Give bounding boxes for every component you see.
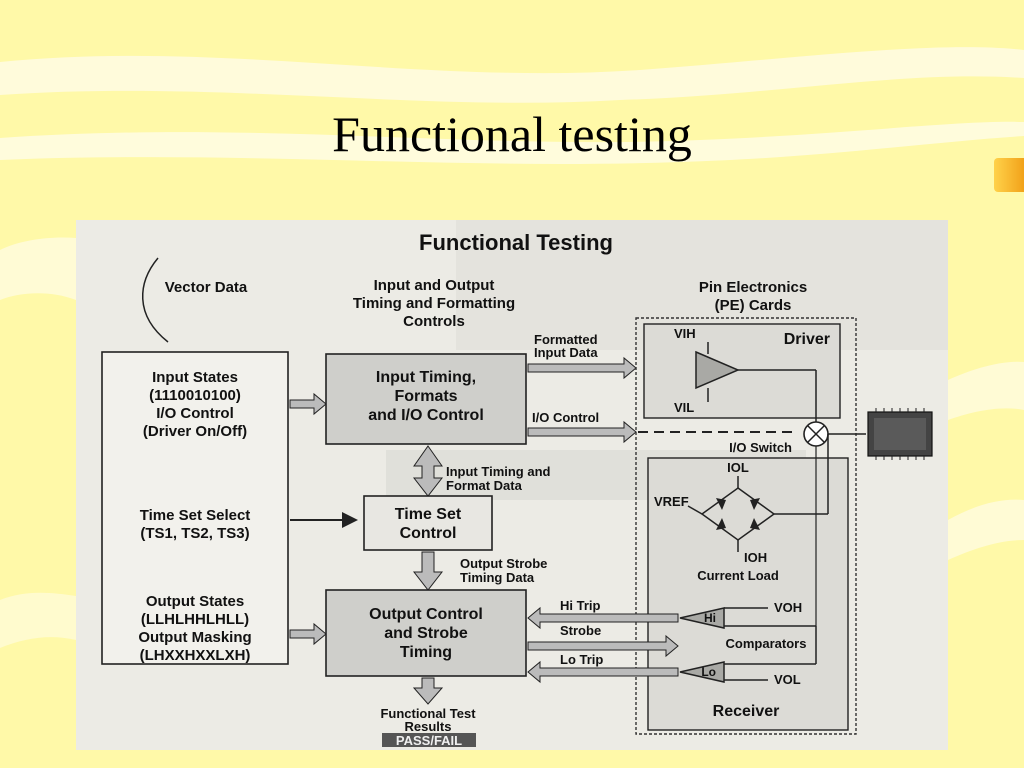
diagram-canvas: Functional Testing Vector Data Input and… <box>76 220 948 750</box>
driver-amplifier <box>695 350 740 390</box>
time-set-select-text: Time Set Select (TS1, TS2, TS3) <box>140 507 251 542</box>
svg-text:Time Set: Time Set <box>395 506 462 523</box>
vol-label: VOL <box>774 672 801 687</box>
svg-text:Output States: Output States <box>146 593 244 610</box>
output-control-box <box>325 589 527 677</box>
io-switch-label: I/O Switch <box>729 440 792 455</box>
lo-label: Lo <box>701 665 716 679</box>
svg-text:and I/O Control: and I/O Control <box>368 407 484 424</box>
arrow-results <box>412 677 444 705</box>
arrow-strobe <box>527 634 679 658</box>
strobe-label: Strobe <box>560 623 601 638</box>
svg-text:Input Data: Input Data <box>534 345 598 360</box>
arrow-output-states <box>289 622 327 646</box>
svg-text:Output Masking: Output Masking <box>138 629 251 646</box>
vih-label: VIH <box>674 326 696 341</box>
voh-label: VOH <box>774 600 802 615</box>
output-states-text: Output States (LLHLHHLHLL) Output Maskin… <box>138 593 251 664</box>
receiver-label: Receiver <box>713 703 780 720</box>
svg-text:Control: Control <box>400 525 457 542</box>
svg-text:Formatted: Formatted <box>534 332 598 347</box>
vref-label: VREF <box>654 494 689 509</box>
current-load-label: Current Load <box>697 568 779 583</box>
pass-fail-badge <box>382 733 476 747</box>
svg-text:I/O Control: I/O Control <box>156 405 234 422</box>
comparators-label: Comparators <box>726 636 807 651</box>
hi-trip-label: Hi Trip <box>560 598 601 613</box>
io-timing-header: Input and Output Timing and Formatting C… <box>353 277 515 330</box>
functional-results-label: Functional Test Results <box>380 706 476 734</box>
lo-trip-label: Lo Trip <box>560 652 603 667</box>
svg-text:Controls: Controls <box>403 313 465 330</box>
svg-text:(1110010100): (1110010100) <box>149 387 241 404</box>
svg-text:Timing Data: Timing Data <box>460 570 535 585</box>
svg-text:Functional Test: Functional Test <box>380 706 476 721</box>
io-control-label: I/O Control <box>532 410 599 425</box>
arrow-formatted-input <box>527 356 637 380</box>
ioh-label: IOH <box>744 550 767 565</box>
input-timing-format-label: Input Timing and Format Data <box>446 464 551 493</box>
svg-text:Timing: Timing <box>400 644 452 661</box>
arrow-input-states <box>289 392 327 416</box>
arrow-output-strobe-data <box>412 551 444 591</box>
pe-card-frame <box>635 317 857 735</box>
formatted-input-label: Formatted Input Data <box>534 332 598 360</box>
driver-label: Driver <box>784 331 830 348</box>
vil-label: VIL <box>674 400 694 415</box>
input-timing-box <box>325 353 527 445</box>
diagram-heading: Functional Testing <box>419 230 613 255</box>
pass-fail-label: PASS/FAIL <box>396 733 462 748</box>
svg-text:Formats: Formats <box>394 388 457 405</box>
vector-data-box <box>101 351 289 665</box>
arrow-hi-trip <box>527 606 679 630</box>
svg-text:Input and Output: Input and Output <box>374 277 495 294</box>
decorative-tab <box>994 158 1024 192</box>
receiver-box <box>647 457 849 731</box>
svg-text:Timing and Formatting: Timing and Formatting <box>353 295 515 312</box>
svg-text:(LLHLHHLHLL): (LLHLHHLHLL) <box>141 611 249 628</box>
svg-text:and Strobe: and Strobe <box>384 625 468 642</box>
functional-testing-diagram: Functional Testing Vector Data Input and… <box>76 220 948 750</box>
svg-text:Time Set Select: Time Set Select <box>140 507 251 524</box>
svg-text:Pin Electronics: Pin Electronics <box>699 279 807 296</box>
input-states-text: Input States (1110010100) I/O Control (D… <box>143 369 247 440</box>
slide-title: Functional testing <box>332 106 692 162</box>
svg-text:Output Control: Output Control <box>369 606 483 623</box>
vector-data-label: Vector Data <box>165 279 248 296</box>
arrow-io-control <box>527 420 637 444</box>
hi-label: Hi <box>704 611 716 625</box>
iol-label: IOL <box>727 460 749 475</box>
svg-text:(PE) Cards: (PE) Cards <box>715 297 792 314</box>
svg-text:(TS1, TS2, TS3): (TS1, TS2, TS3) <box>140 525 249 542</box>
svg-text:(Driver On/Off): (Driver On/Off) <box>143 423 247 440</box>
svg-text:Input Timing,: Input Timing, <box>376 369 476 386</box>
output-strobe-label: Output Strobe Timing Data <box>460 556 547 585</box>
svg-text:Output Strobe: Output Strobe <box>460 556 547 571</box>
svg-text:Results: Results <box>405 719 452 734</box>
pin-electronics-header: Pin Electronics (PE) Cards <box>699 279 807 314</box>
svg-text:Input States: Input States <box>152 369 238 386</box>
lo-comparator <box>679 661 725 683</box>
driver-box <box>643 323 841 419</box>
hi-comparator <box>679 607 725 629</box>
svg-text:Input Timing and: Input Timing and <box>446 464 551 479</box>
svg-text:Format Data: Format Data <box>446 478 523 493</box>
arrow-lo-trip <box>527 660 679 684</box>
time-set-control-box <box>363 495 493 551</box>
svg-text:(LHXXHXXLXH): (LHXXHXXLXH) <box>140 647 251 664</box>
